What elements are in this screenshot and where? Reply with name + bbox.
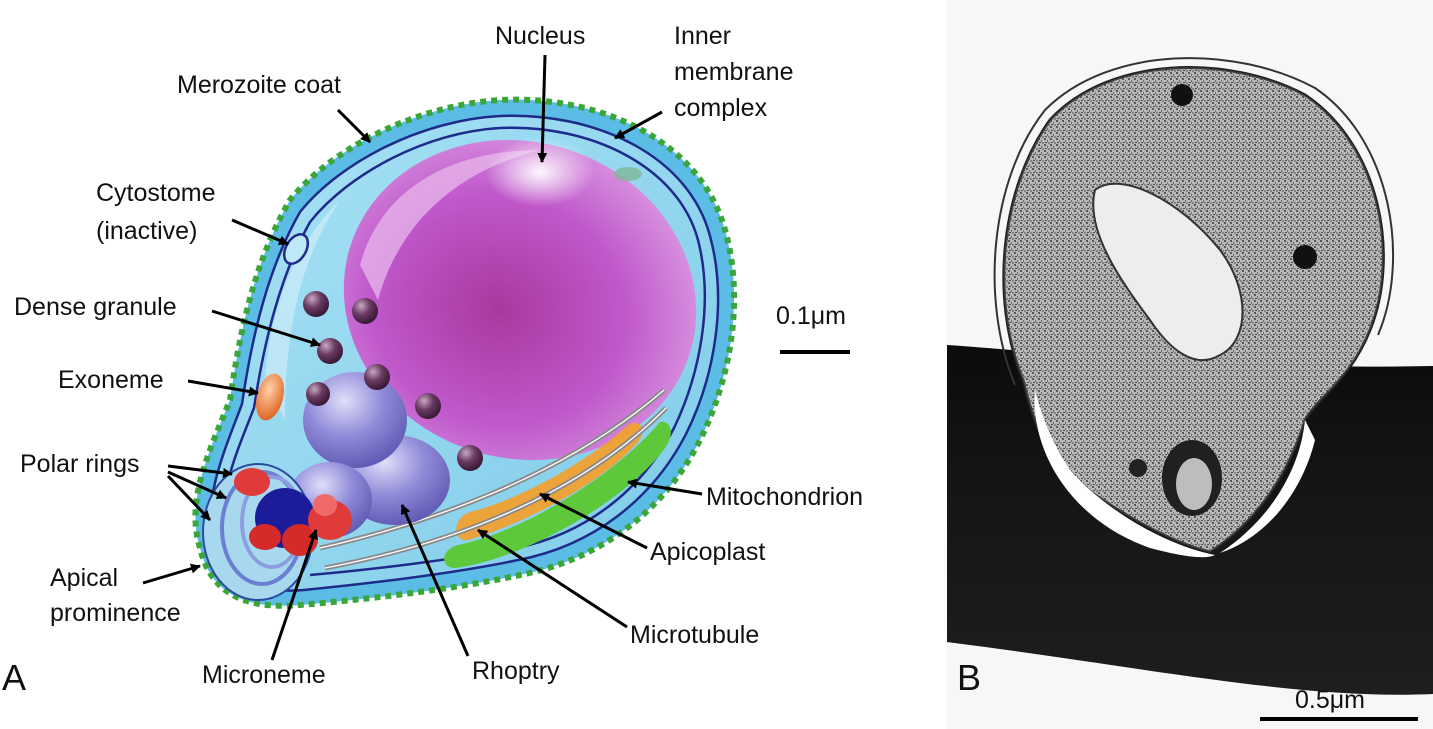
junction-gap-right bbox=[1220, 420, 1315, 553]
label-imc-line2: membrane bbox=[674, 58, 794, 86]
scale-bar-a: 0.1μm bbox=[776, 302, 850, 354]
label-inner-membrane-complex: Inner membrane complex bbox=[614, 22, 794, 140]
label-apical-line2: prominence bbox=[50, 599, 181, 627]
label-mitochondrion: Mitochondrion bbox=[627, 478, 863, 511]
micrograph-dense-body-2 bbox=[1293, 245, 1317, 269]
label-merozoite-coat: Merozoite coat bbox=[177, 71, 372, 144]
micrograph-nucleus bbox=[1092, 182, 1244, 361]
dense-granule-5 bbox=[306, 382, 330, 406]
arrow-microneme bbox=[270, 529, 318, 661]
exoneme bbox=[255, 373, 285, 421]
panel-label-b: B bbox=[957, 657, 981, 698]
label-microneme-text: Microneme bbox=[202, 661, 326, 689]
label-exoneme: Exoneme bbox=[58, 366, 259, 397]
label-apical-prominence: Apical prominence bbox=[50, 563, 201, 627]
label-microneme: Microneme bbox=[202, 529, 326, 689]
dense-granule-7 bbox=[457, 445, 483, 471]
dense-granule-3 bbox=[317, 338, 343, 364]
label-mitochondrion-text: Mitochondrion bbox=[706, 483, 863, 511]
arrow-apicoplast bbox=[539, 492, 648, 550]
nucleus bbox=[343, 139, 697, 461]
nucleus-sheen bbox=[360, 150, 540, 300]
micrograph-dense-body-1 bbox=[1171, 84, 1193, 106]
label-polar-rings: Polar rings bbox=[20, 450, 233, 522]
microneme-1 bbox=[234, 468, 270, 496]
label-merozoite-coat-text: Merozoite coat bbox=[177, 71, 341, 99]
dense-granule-6 bbox=[415, 393, 441, 419]
inner-membrane-complex bbox=[222, 126, 706, 577]
apicoplast bbox=[456, 422, 643, 541]
label-nucleus-text: Nucleus bbox=[495, 22, 585, 50]
label-apicoplast: Apicoplast bbox=[539, 492, 765, 566]
label-microtubule-text: Microtubule bbox=[630, 621, 759, 649]
mitochondrion bbox=[444, 421, 671, 568]
label-dense-granule: Dense granule bbox=[14, 293, 321, 348]
cytoplasm-sheen bbox=[265, 200, 340, 420]
label-apicoplast-text: Apicoplast bbox=[650, 538, 765, 566]
arrow-imc bbox=[614, 110, 663, 140]
label-cytostome-line1: Cytostome bbox=[96, 179, 215, 207]
microneme-2 bbox=[249, 524, 281, 550]
label-apical-line1: Apical bbox=[50, 564, 118, 592]
scale-bar-b: 0.5μm bbox=[1260, 686, 1418, 721]
micrograph-rhoptry-lumen bbox=[1176, 458, 1212, 510]
arrow-polar-rings-1 bbox=[167, 464, 233, 478]
panel-label-a: A bbox=[2, 657, 26, 698]
arrow-dense-granule bbox=[211, 309, 321, 348]
nucleus-highlight bbox=[485, 137, 595, 207]
scale-bar-b-label: 0.5μm bbox=[1295, 686, 1365, 714]
scale-bar-a-label: 0.1μm bbox=[776, 302, 846, 330]
arrow-cytostome bbox=[231, 218, 289, 246]
label-cytostome-line2: (inactive) bbox=[96, 217, 197, 245]
arrow-merozoite-coat bbox=[336, 108, 372, 144]
merozoite-diagram bbox=[192, 96, 738, 609]
arrow-apical-prominence bbox=[142, 563, 201, 585]
arrow-rhoptry bbox=[400, 504, 470, 657]
arrow-microtubule bbox=[477, 528, 628, 629]
arrow-mitochondrion bbox=[627, 478, 703, 496]
arrow-nucleus bbox=[537, 54, 548, 163]
pellicle-halo bbox=[993, 57, 1394, 386]
dense-granule-4 bbox=[364, 364, 390, 390]
label-exoneme-text: Exoneme bbox=[58, 366, 164, 394]
arrow-exoneme bbox=[187, 379, 259, 397]
label-nucleus: Nucleus bbox=[495, 22, 585, 163]
microtubule-hl-2 bbox=[324, 407, 667, 569]
arrow-polar-rings-2 bbox=[167, 470, 227, 500]
label-polar-rings-text: Polar rings bbox=[20, 450, 140, 478]
label-dense-granule-text: Dense granule bbox=[14, 293, 177, 321]
label-rhoptry: Rhoptry bbox=[400, 504, 560, 685]
microtubule-hl-1 bbox=[319, 389, 665, 549]
microneme-cluster bbox=[234, 468, 352, 556]
junction-gap bbox=[1034, 390, 1215, 558]
label-imc-line3: complex bbox=[674, 94, 768, 122]
micrograph-panel bbox=[947, 0, 1433, 729]
microneme-5 bbox=[313, 494, 337, 516]
arrow-polar-rings-3 bbox=[166, 474, 212, 522]
dense-granule-2 bbox=[352, 298, 378, 324]
label-imc-line1: Inner bbox=[674, 22, 731, 50]
label-cytostome: Cytostome (inactive) bbox=[96, 179, 289, 246]
micrograph-dense-body-3 bbox=[1129, 459, 1147, 477]
label-rhoptry-text: Rhoptry bbox=[472, 657, 560, 685]
label-microtubule: Microtubule bbox=[477, 528, 759, 649]
nucleus-small-patch bbox=[614, 167, 642, 181]
dense-granule-1 bbox=[303, 291, 329, 317]
